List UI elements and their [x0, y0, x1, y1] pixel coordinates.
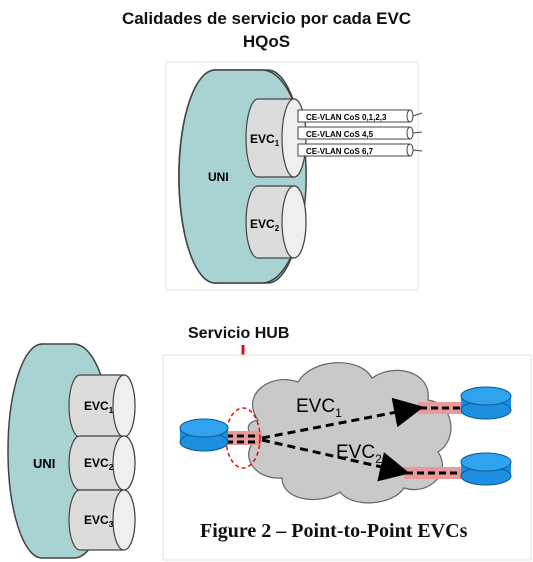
svg-text:EVC2: EVC2 [336, 442, 382, 466]
svg-text:EVC2: EVC2 [84, 456, 114, 472]
figure-caption: Figure 2 – Point-to-Point EVCs [200, 520, 468, 542]
left-evc1-label: EVC [84, 399, 109, 413]
title-line-2: HQoS [242, 32, 291, 51]
top-evc2-label: EVC [250, 217, 275, 231]
svg-text:EVC2: EVC2 [250, 217, 280, 233]
left-evc1-sub: 1 [109, 406, 114, 415]
cloud-evc2-sub: 2 [375, 452, 382, 466]
left-evc2-label: EVC [84, 456, 109, 470]
evc1-path [261, 397, 424, 440]
title-line-1: Calidades de servicio por cada EVC [121, 9, 412, 28]
top-evc1-sub: 1 [275, 139, 280, 148]
svg-text:EVC1: EVC1 [250, 132, 280, 148]
hub-ellipse [225, 407, 261, 469]
top-evc1-cylinder: EVC1 [245, 98, 307, 178]
left-evc2-cylinder: EVC2 [68, 435, 136, 491]
cloud-evc1-sub: 1 [335, 406, 342, 420]
hub-label: Servicio HUB [188, 325, 290, 342]
left-evc3-label: EVC [84, 513, 109, 527]
cloud-evc1-label: EVC [296, 396, 335, 417]
link-top-right [418, 402, 464, 414]
node-top-right [460, 386, 512, 420]
svg-text:EVC3: EVC3 [84, 513, 114, 529]
top-evc2-sub: 2 [275, 224, 280, 233]
left-evc3-sub: 3 [109, 520, 114, 529]
left-evc2-sub: 2 [109, 463, 114, 472]
left-evc1-cylinder: EVC1 [68, 374, 136, 438]
node-left [179, 418, 229, 452]
svg-text:EVC1: EVC1 [84, 399, 114, 415]
cos-label-2: CE-VLAN CoS 4,5 [306, 130, 374, 139]
top-evc2-cylinder: EVC2 [245, 185, 307, 259]
cos-label-3: CE-VLAN CoS 6,7 [306, 147, 374, 156]
cos-label-1: CE-VLAN CoS 0,1,2,3 [306, 113, 387, 122]
svg-text:EVC1: EVC1 [296, 396, 342, 420]
cloud-evc2-label: EVC [336, 442, 375, 463]
p2p-diagram: EVC1 EVC2 [162, 354, 532, 561]
top-diagram: UNI EVC1 CE-VLAN CoS 0,1,2,3 CE-VLAN CoS… [165, 61, 423, 291]
top-cos-tubes: CE-VLAN CoS 0,1,2,3 CE-VLAN CoS 4,5 CE-V… [297, 109, 423, 157]
left-evc3-cylinder: EVC3 [68, 489, 136, 551]
top-uni-label: UNI [208, 170, 229, 184]
evc2-path [261, 438, 410, 482]
left-uni-label: UNI [33, 456, 55, 471]
node-bottom-right [460, 452, 512, 486]
left-diagram: UNI EVC1 EVC2 EVC3 [7, 343, 136, 559]
top-evc1-label: EVC [250, 132, 275, 146]
